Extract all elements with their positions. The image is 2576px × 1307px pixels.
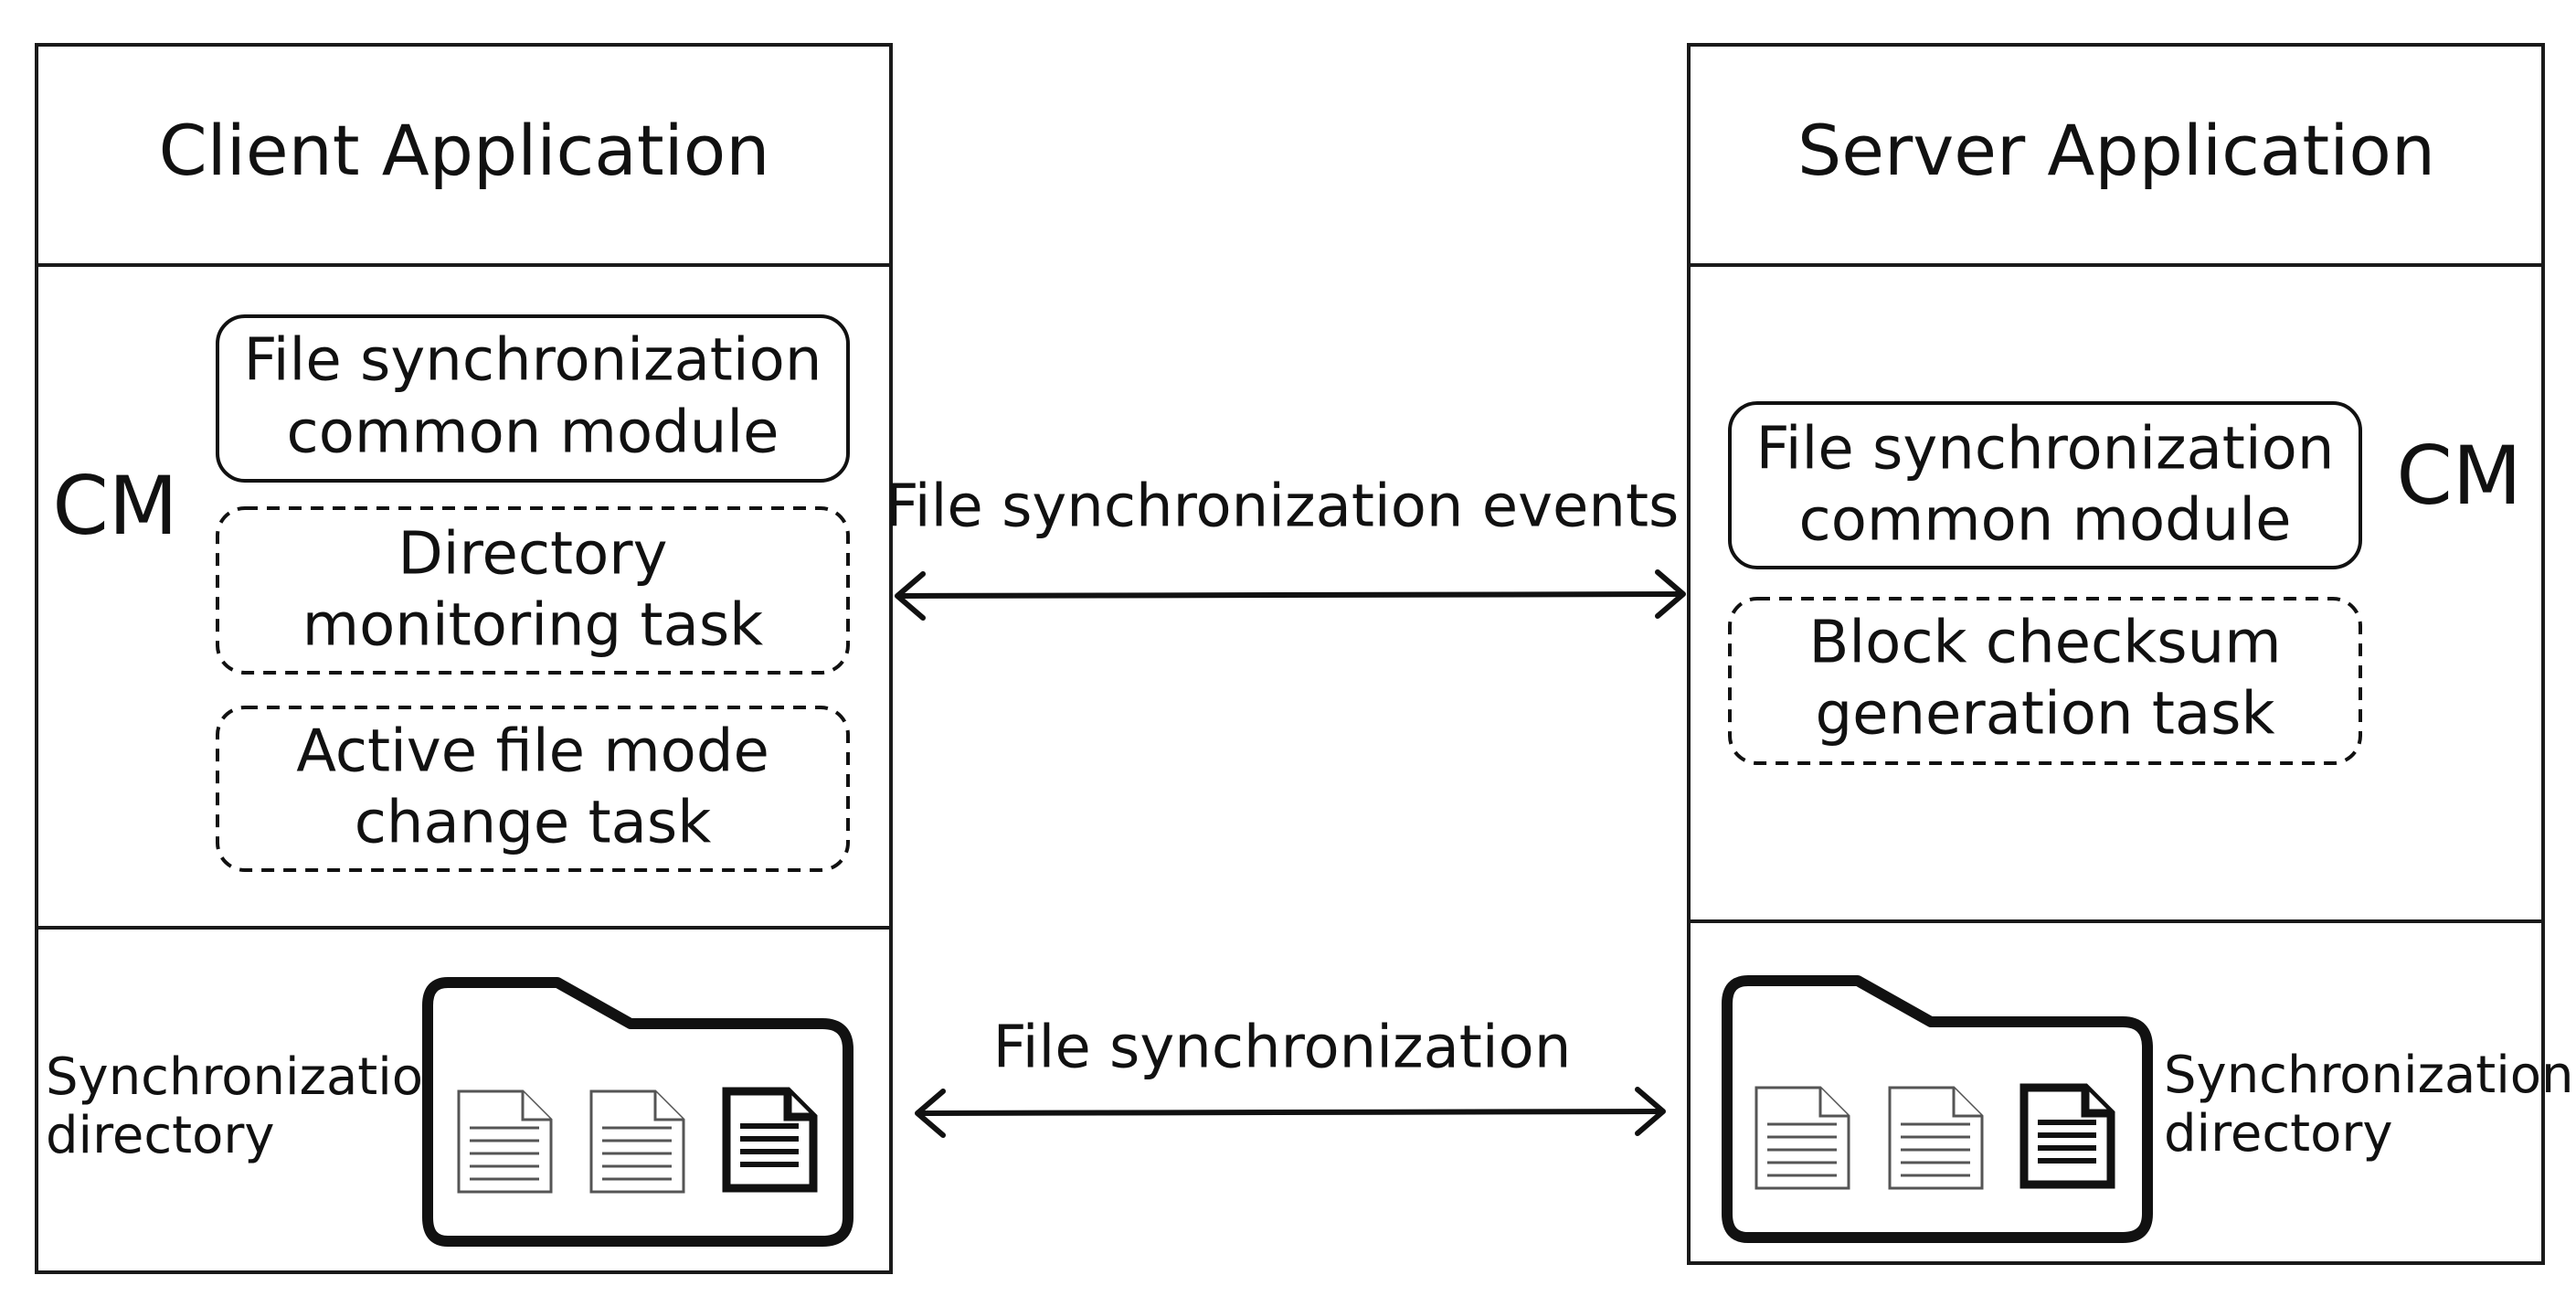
client-document-icon-active [722, 1087, 818, 1193]
server-cm-label: CM [2396, 429, 2521, 523]
client-module-file-sync-common: File synchronization common module [216, 314, 850, 483]
client-task-box [216, 506, 850, 675]
arrow-head-right-icon [1635, 1087, 1666, 1136]
edge-file-sync-events: File synchronization events [885, 473, 1686, 621]
server-doc-fold [1818, 1088, 1849, 1118]
edge-label-file-sync-events: File synchronization events [885, 473, 1680, 541]
server-module-label-line1: File synchronization [1756, 416, 2335, 483]
server-document-icon [1754, 1086, 1850, 1190]
client-sync-dir-label-line1: Synchronization [46, 1047, 456, 1107]
arrow-head-right-icon [1655, 569, 1686, 619]
client-doc-fold-bold [783, 1091, 813, 1121]
client-task-label-line2: monitoring task [302, 592, 763, 660]
server-sync-dir-label-line2: directory [2164, 1104, 2393, 1164]
client-task-label-line1: Directory [398, 521, 668, 589]
server-module-label-line2: common module [1799, 487, 2292, 555]
edge-file-sync: File synchronization [915, 1015, 1666, 1138]
edge-line-file-sync-events [898, 591, 1682, 599]
client-title: Client Application [159, 110, 770, 191]
client-application-panel: Client Application CM File synchronizati… [35, 43, 893, 1274]
client-document-icon [589, 1089, 685, 1194]
server-module-block-checksum: Block checksum generation task [1728, 597, 2362, 765]
arrow-head-left-icon [895, 571, 926, 621]
server-document-icon-active [2019, 1083, 2115, 1189]
client-task-box [216, 706, 850, 872]
client-module-box [216, 314, 850, 483]
edge-label-file-sync: File synchronization [993, 1015, 1572, 1082]
client-module-active-file-mode: Active file mode change task [216, 706, 850, 872]
client-cm-label: CM [52, 459, 177, 553]
server-task-label-line1: Block checksum [1808, 610, 2281, 677]
server-application-panel: Server Application CM File synchronizati… [1687, 43, 2574, 1265]
server-module-box [1728, 401, 2362, 569]
client-module-directory-monitoring: Directory monitoring task [216, 506, 850, 675]
client-document-icon [457, 1089, 553, 1194]
arrow-head-left-icon [915, 1089, 946, 1138]
server-doc-fold-bold [2081, 1088, 2111, 1118]
client-task-label-line1: Active file mode [296, 718, 769, 786]
server-document-icon [1888, 1086, 1984, 1190]
server-doc-fold [1952, 1088, 1982, 1118]
server-title: Server Application [1797, 110, 2435, 191]
server-task-label-line2: generation task [1815, 681, 2274, 749]
client-doc-fold [521, 1091, 551, 1121]
client-task-label-line2: change task [355, 790, 712, 857]
client-doc-fold [653, 1091, 684, 1121]
server-sync-dir-label-line1: Synchronization [2164, 1046, 2574, 1105]
client-module-label-line1: File synchronization [244, 327, 822, 395]
client-module-label-line2: common module [287, 399, 779, 467]
server-module-file-sync-common: File synchronization common module [1728, 401, 2362, 569]
server-task-box [1728, 597, 2362, 765]
client-sync-dir-label-line2: directory [46, 1106, 275, 1165]
edge-line-file-sync [918, 1109, 1662, 1116]
